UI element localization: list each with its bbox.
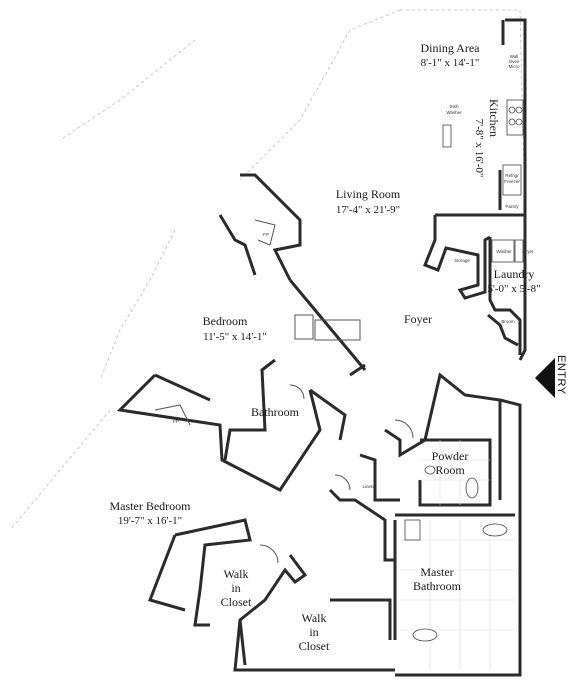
walk-in-1-line3: Closet bbox=[221, 595, 252, 609]
entry-label: ENTRY bbox=[555, 355, 567, 395]
laundry-dims: 5'-0" x 5'-8" bbox=[487, 283, 540, 295]
walk-in-2-line3: Closet bbox=[299, 639, 330, 653]
fixture-labels: Wall Oven Micro Dish Washer Refrig/ Free… bbox=[173, 54, 534, 489]
wall-oven-label-3: Micro bbox=[509, 64, 520, 69]
refrigerator-label-2: Freezer bbox=[504, 179, 520, 184]
master-bath-line1: Master bbox=[420, 565, 453, 579]
walk-in-1-line1: Walk bbox=[223, 567, 248, 581]
refrigerator-label-1: Refrig/ bbox=[505, 173, 519, 178]
laundry-name: Laundry bbox=[494, 267, 535, 281]
wall-oven-label-2: Oven bbox=[509, 59, 520, 64]
dishwasher-label-2: Washer bbox=[446, 110, 462, 115]
entry-arrow-icon bbox=[535, 358, 555, 398]
fireplace-label: FP bbox=[263, 232, 269, 237]
room-labels: Dining Area 8'-1" x 14'-1" Kitchen 7'-8"… bbox=[110, 41, 541, 653]
fixtures bbox=[154, 99, 524, 642]
walk-in-1-line2: in bbox=[231, 581, 240, 595]
dishwasher-label-1: Dish bbox=[449, 104, 458, 109]
bedroom-dims: 11'-5" x 14'-1" bbox=[203, 331, 267, 343]
fireplace-bedroom-label: FP bbox=[173, 419, 179, 424]
walk-in-2-line2: in bbox=[309, 625, 318, 639]
foyer-name: Foyer bbox=[404, 312, 432, 326]
master-bedroom-name: Master Bedroom bbox=[110, 499, 192, 513]
kitchen-name: Kitchen bbox=[487, 99, 501, 137]
living-room-dims: 17'-4" x 21'-9" bbox=[336, 204, 400, 216]
bathroom-name: Bathroom bbox=[251, 405, 300, 419]
bedroom-name: Bedroom bbox=[203, 314, 248, 328]
living-room-name: Living Room bbox=[336, 187, 401, 201]
powder-room-line1: Powder bbox=[432, 449, 469, 463]
master-bath-line2: Bathroom bbox=[413, 579, 462, 593]
outer-boundary bbox=[9, 9, 526, 531]
kitchen-dims: 7'-8" x 16'-0" bbox=[473, 119, 485, 178]
storage-label: Storage bbox=[454, 258, 470, 263]
linen-label: Linen bbox=[362, 484, 374, 489]
dining-area-dims: 8'-1" x 14'-1" bbox=[421, 57, 480, 69]
pantry-label: Pantry bbox=[505, 204, 519, 209]
washer-label: Washer bbox=[496, 249, 512, 254]
master-bedroom-dims: 19'-7" x 16'-1" bbox=[118, 515, 182, 527]
entry-marker: ENTRY bbox=[535, 355, 567, 398]
wall-oven-label-1: Wall bbox=[510, 54, 519, 59]
broom-label: Broom bbox=[501, 319, 515, 324]
walls bbox=[116, 18, 527, 677]
powder-room-line2: Room bbox=[435, 463, 465, 477]
dryer-label: Dryer bbox=[523, 249, 535, 254]
dining-area-name: Dining Area bbox=[421, 41, 481, 55]
walk-in-2-line1: Walk bbox=[301, 611, 326, 625]
